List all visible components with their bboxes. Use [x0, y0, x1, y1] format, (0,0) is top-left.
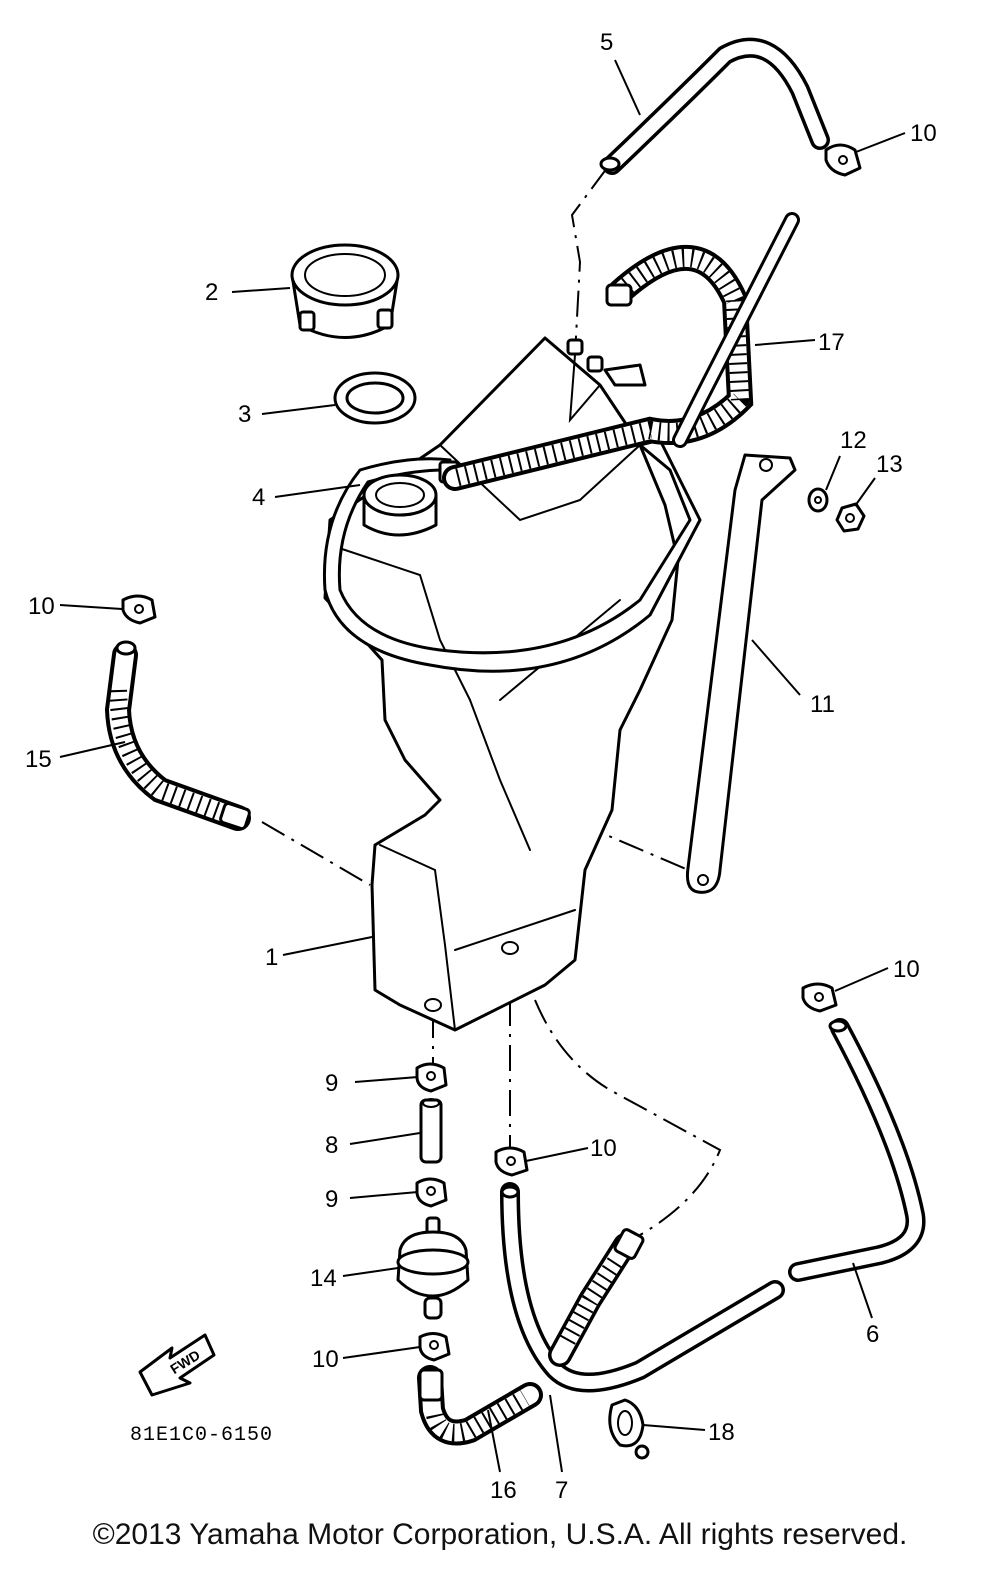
clamp-9-lower — [415, 1177, 448, 1208]
callout-10-top: 10 — [910, 120, 937, 147]
callout-18: 18 — [708, 1419, 735, 1446]
washer-12 — [807, 487, 829, 513]
clamp-10-right — [801, 982, 838, 1013]
callout-13: 13 — [876, 451, 903, 478]
hose-8 — [419, 1098, 443, 1164]
leader-lines — [59, 59, 906, 1473]
tank-vent-nipples — [566, 338, 647, 387]
cap-gasket — [333, 371, 417, 425]
callout-15: 15 — [25, 746, 52, 773]
callout-9-lower: 9 — [325, 1186, 338, 1213]
callout-8: 8 — [325, 1132, 338, 1159]
callout-6: 6 — [866, 1321, 879, 1348]
callout-3: 3 — [238, 401, 251, 428]
callout-7: 7 — [555, 1477, 568, 1504]
callout-2: 2 — [205, 279, 218, 306]
fuel-filter-14 — [396, 1216, 470, 1320]
clamp-10-center — [494, 1146, 529, 1177]
callout-10-center: 10 — [590, 1135, 617, 1162]
hose-6 — [788, 1018, 926, 1282]
fuel-cap — [290, 243, 400, 339]
hose-15 — [104, 640, 251, 831]
callout-10-left: 10 — [28, 593, 55, 620]
callout-labels: 5 10 2 3 4 17 12 13 10 11 15 1 10 9 8 10… — [25, 29, 937, 1504]
callout-16: 16 — [490, 1477, 517, 1504]
callout-4: 4 — [252, 484, 265, 511]
nut-13 — [835, 502, 866, 533]
copyright-notice: ©2013 Yamaha Motor Corporation, U.S.A. A… — [92, 1518, 908, 1551]
clamp-10-lower-left — [418, 1332, 451, 1362]
callout-11: 11 — [810, 691, 835, 718]
clamp-10-left — [121, 594, 157, 625]
filler-neck — [362, 473, 438, 537]
fwd-arrow-icon: FWD — [138, 1333, 216, 1397]
clamp-9-upper — [415, 1062, 448, 1093]
clip-18 — [608, 1398, 650, 1460]
callout-1: 1 — [265, 944, 278, 971]
callout-5: 5 — [600, 29, 613, 56]
callout-10-lower: 10 — [312, 1346, 339, 1373]
diagram-code: 81E1C0-6150 — [130, 1424, 273, 1447]
callout-10-right: 10 — [893, 956, 920, 983]
hose-5 — [599, 37, 830, 175]
callout-17: 17 — [818, 329, 845, 356]
stay-11 — [686, 453, 797, 894]
hose-16 — [417, 1365, 543, 1446]
callout-9-upper: 9 — [325, 1070, 338, 1097]
callout-14: 14 — [310, 1265, 337, 1292]
hose-7 — [500, 1182, 785, 1393]
clamp-10-top-right — [824, 143, 862, 177]
callout-12: 12 — [840, 427, 867, 454]
breather-hose-17 — [442, 212, 800, 491]
